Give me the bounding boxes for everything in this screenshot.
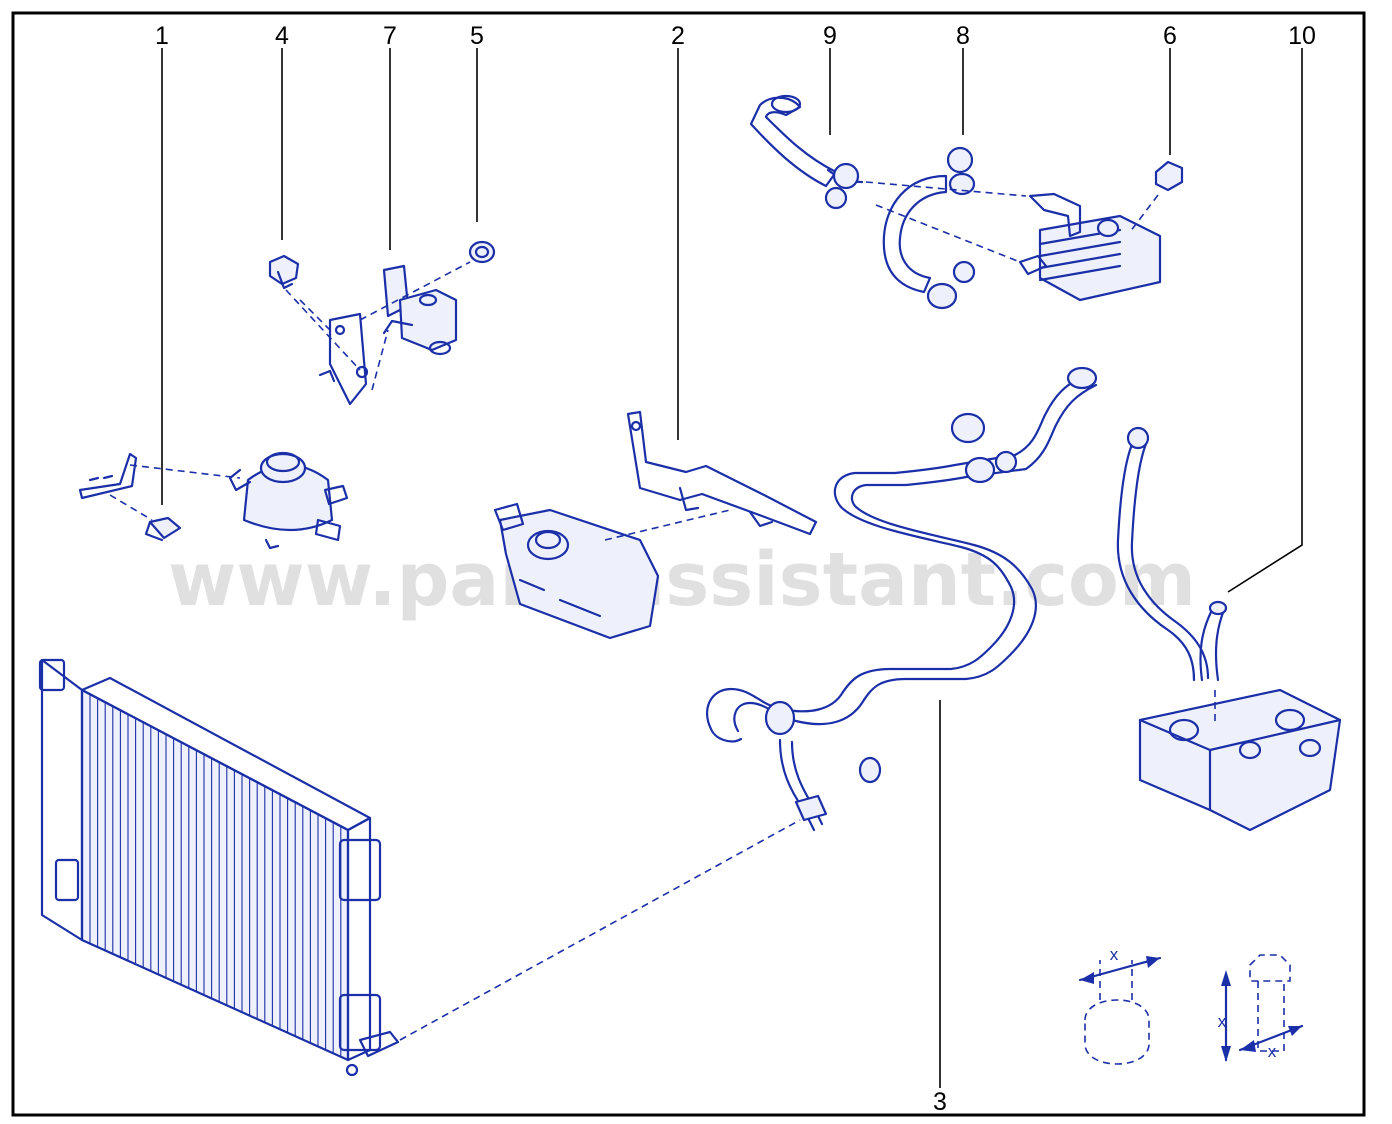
tank-bolt [144, 516, 182, 542]
leader-10 [1227, 48, 1303, 593]
oil-cooler [1018, 192, 1162, 302]
callout-5: 5 [470, 22, 484, 50]
callout-9: 9 [823, 22, 837, 50]
coolant-reservoir [493, 502, 660, 640]
bolt-dimension-symbol: x x [1218, 954, 1304, 1062]
watermark-text: www.partsassistant.com [168, 537, 1196, 623]
valve-bolt [268, 254, 300, 290]
callout-1: 1 [155, 22, 169, 50]
expansion-tank [228, 451, 349, 550]
nut-dimension-symbol: x [1078, 945, 1162, 1065]
tank-bracket [78, 452, 138, 500]
valve-nut [468, 240, 496, 264]
callout-8: 8 [956, 22, 970, 50]
callout-2: 2 [671, 22, 685, 50]
coolant-hose-loop [882, 146, 976, 310]
mounting-bracket [626, 410, 818, 536]
radiator [38, 658, 400, 1077]
bolt-diameter-label: x [1268, 1042, 1277, 1061]
callout-10: 10 [1288, 22, 1316, 50]
valve-bracket [318, 312, 369, 406]
oil-cooler-hose [749, 94, 864, 210]
callout-6: 6 [1163, 22, 1177, 50]
callout-4: 4 [275, 22, 289, 50]
cylinder-head-block [1138, 688, 1342, 832]
nut-dimension-label: x [1110, 945, 1119, 964]
heater-hose [1116, 426, 1228, 682]
water-valve [382, 264, 458, 356]
callout-7: 7 [383, 22, 397, 50]
clip-nut [1154, 160, 1184, 192]
main-coolant-hose [706, 366, 1098, 832]
callout-3: 3 [933, 1088, 947, 1116]
bolt-length-label: x [1218, 1012, 1227, 1031]
